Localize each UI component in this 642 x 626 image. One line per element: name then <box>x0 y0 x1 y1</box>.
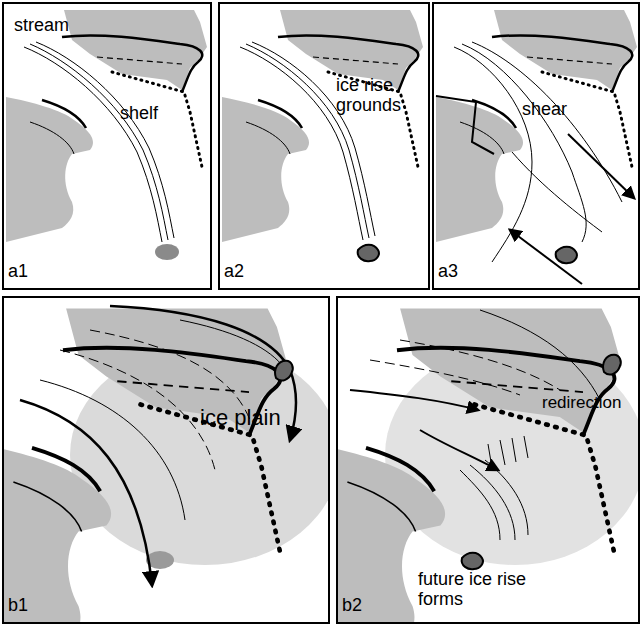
feature-label: ice plain <box>200 406 281 430</box>
feature-label: stream <box>14 16 69 36</box>
panel-label: b2 <box>342 596 362 616</box>
feature-label: redirection <box>542 394 621 413</box>
feature-label: shear <box>522 100 567 120</box>
feature-label: shelf <box>120 104 158 124</box>
panel-label: a1 <box>8 262 28 282</box>
panel-label: b1 <box>8 596 28 616</box>
panel-label: a2 <box>224 262 244 282</box>
diagram-panel: ice plain b1 <box>2 296 330 624</box>
feature-label: future ice rise forms <box>418 570 538 610</box>
diagram-panel: stream shelf a1 <box>2 2 212 290</box>
diagram-panel: shear a3 <box>432 2 640 290</box>
feature-label: ice rise grounds <box>336 76 416 116</box>
diagram-panel: ice rise grounds a2 <box>218 2 430 290</box>
diagram-panel: redirection future ice rise forms b2 <box>336 296 640 624</box>
panel-label: a3 <box>438 262 458 282</box>
